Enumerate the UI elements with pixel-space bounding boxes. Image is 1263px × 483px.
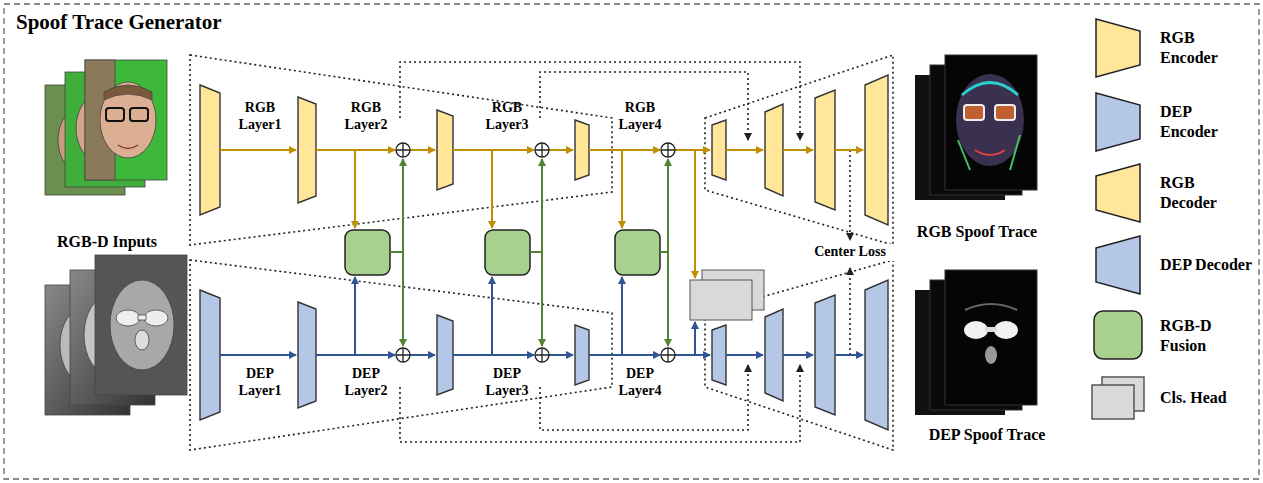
legend-swatch-shape bbox=[1096, 164, 1140, 222]
legend-text: RGB Encoder bbox=[1160, 28, 1252, 67]
layer-label: DEP Layer3 bbox=[479, 366, 535, 400]
legend-swatch bbox=[1088, 234, 1148, 296]
layer-label: RGB Layer4 bbox=[612, 100, 668, 134]
legend-swatch bbox=[1088, 162, 1148, 224]
legend-swatch-shape bbox=[1096, 93, 1140, 151]
legend-swatch-shape bbox=[1096, 19, 1140, 77]
legend-swatch bbox=[1088, 17, 1148, 79]
caption-text: DEP Spoof Trace bbox=[917, 425, 1057, 444]
legend-swatch bbox=[1088, 305, 1148, 367]
legend-swatch bbox=[1088, 91, 1148, 153]
caption-text: RGB-D Inputs bbox=[42, 232, 172, 251]
image-caption-node: DEP Spoof Trace bbox=[917, 425, 1057, 444]
diagram-title: Spoof Trace Generator bbox=[16, 10, 222, 35]
layer-label: DEP Layer2 bbox=[338, 366, 394, 400]
loss-label: Center Loss bbox=[802, 244, 898, 261]
legend-text: RGB Decoder bbox=[1160, 173, 1252, 212]
legend-swatch-shape bbox=[1094, 311, 1142, 359]
layer-label: RGB Layer3 bbox=[479, 100, 535, 134]
legend-text: RGB-D Fusion bbox=[1160, 316, 1252, 355]
legend-text: DEP Encoder bbox=[1160, 102, 1252, 141]
image-caption-node: RGB Spoof Trace bbox=[907, 222, 1047, 241]
image-caption-node: RGB-D Inputs bbox=[42, 232, 172, 251]
layer-label: RGB Layer2 bbox=[338, 100, 394, 134]
caption-text: RGB Spoof Trace bbox=[907, 222, 1047, 241]
legend-swatch bbox=[1088, 367, 1148, 429]
legend-swatch-shape bbox=[1096, 236, 1140, 294]
layer-label: RGB Layer1 bbox=[231, 100, 289, 134]
legend-swatch-shape bbox=[1092, 385, 1134, 419]
layer-label: DEP Layer4 bbox=[612, 366, 668, 400]
layer-label: DEP Layer1 bbox=[231, 366, 289, 400]
legend-text: Cls. Head bbox=[1160, 388, 1252, 408]
legend-text: DEP Decoder bbox=[1160, 255, 1252, 275]
